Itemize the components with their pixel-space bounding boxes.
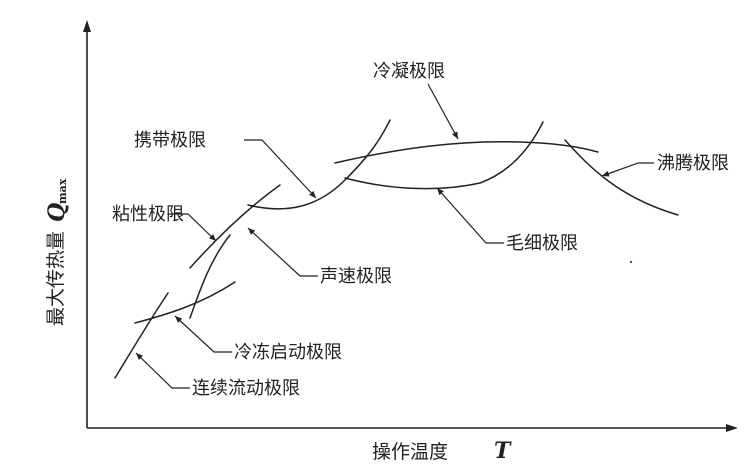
- boiling-curve: [564, 139, 679, 216]
- entrainment-limit-label: 携带极限: [134, 130, 206, 151]
- continuous-flow-leader: [135, 352, 190, 389]
- sonic-limit-label: 声速极限: [320, 266, 392, 287]
- condensing-limit-label: 冷凝极限: [373, 61, 445, 82]
- capillary-leader: [436, 187, 504, 244]
- boiling-leader: [601, 162, 654, 177]
- capillary-limit-label: 毛细极限: [506, 233, 578, 254]
- entrainment-leader: [244, 139, 317, 199]
- viscous-limit-label: 粘性极限: [112, 204, 184, 225]
- sonic-leader: [247, 227, 318, 277]
- viscous-leader: [168, 213, 217, 242]
- frozen-startup-leader: [174, 315, 232, 353]
- y-axis-arrow-icon: [83, 20, 91, 32]
- x-axis-title: 操作温度: [372, 441, 448, 463]
- frozen-startup-curve: [134, 281, 236, 324]
- x-axis-symbol: T: [494, 438, 512, 464]
- continuous-flow-curve: [114, 292, 169, 379]
- condensing-curve: [334, 140, 599, 164]
- sonic-curve: [189, 184, 281, 269]
- boiling-limit-label: 沸腾极限: [657, 153, 729, 174]
- y-axis-title: 最大传热量: [45, 231, 67, 326]
- y-axis-subscript: max: [56, 178, 69, 204]
- condensing-leader: [427, 83, 459, 140]
- stray-dot: [629, 260, 633, 264]
- y-axis-symbol: Q: [44, 203, 70, 222]
- frozen-startup-limit-label: 冷冻启动极限: [234, 342, 342, 363]
- x-axis-arrow-icon: [726, 424, 738, 432]
- viscous-curve: [189, 234, 231, 319]
- capillary-curve: [344, 121, 544, 190]
- continuous-flow-limit-label: 连续流动极限: [192, 378, 300, 399]
- entrainment-curve: [247, 119, 391, 210]
